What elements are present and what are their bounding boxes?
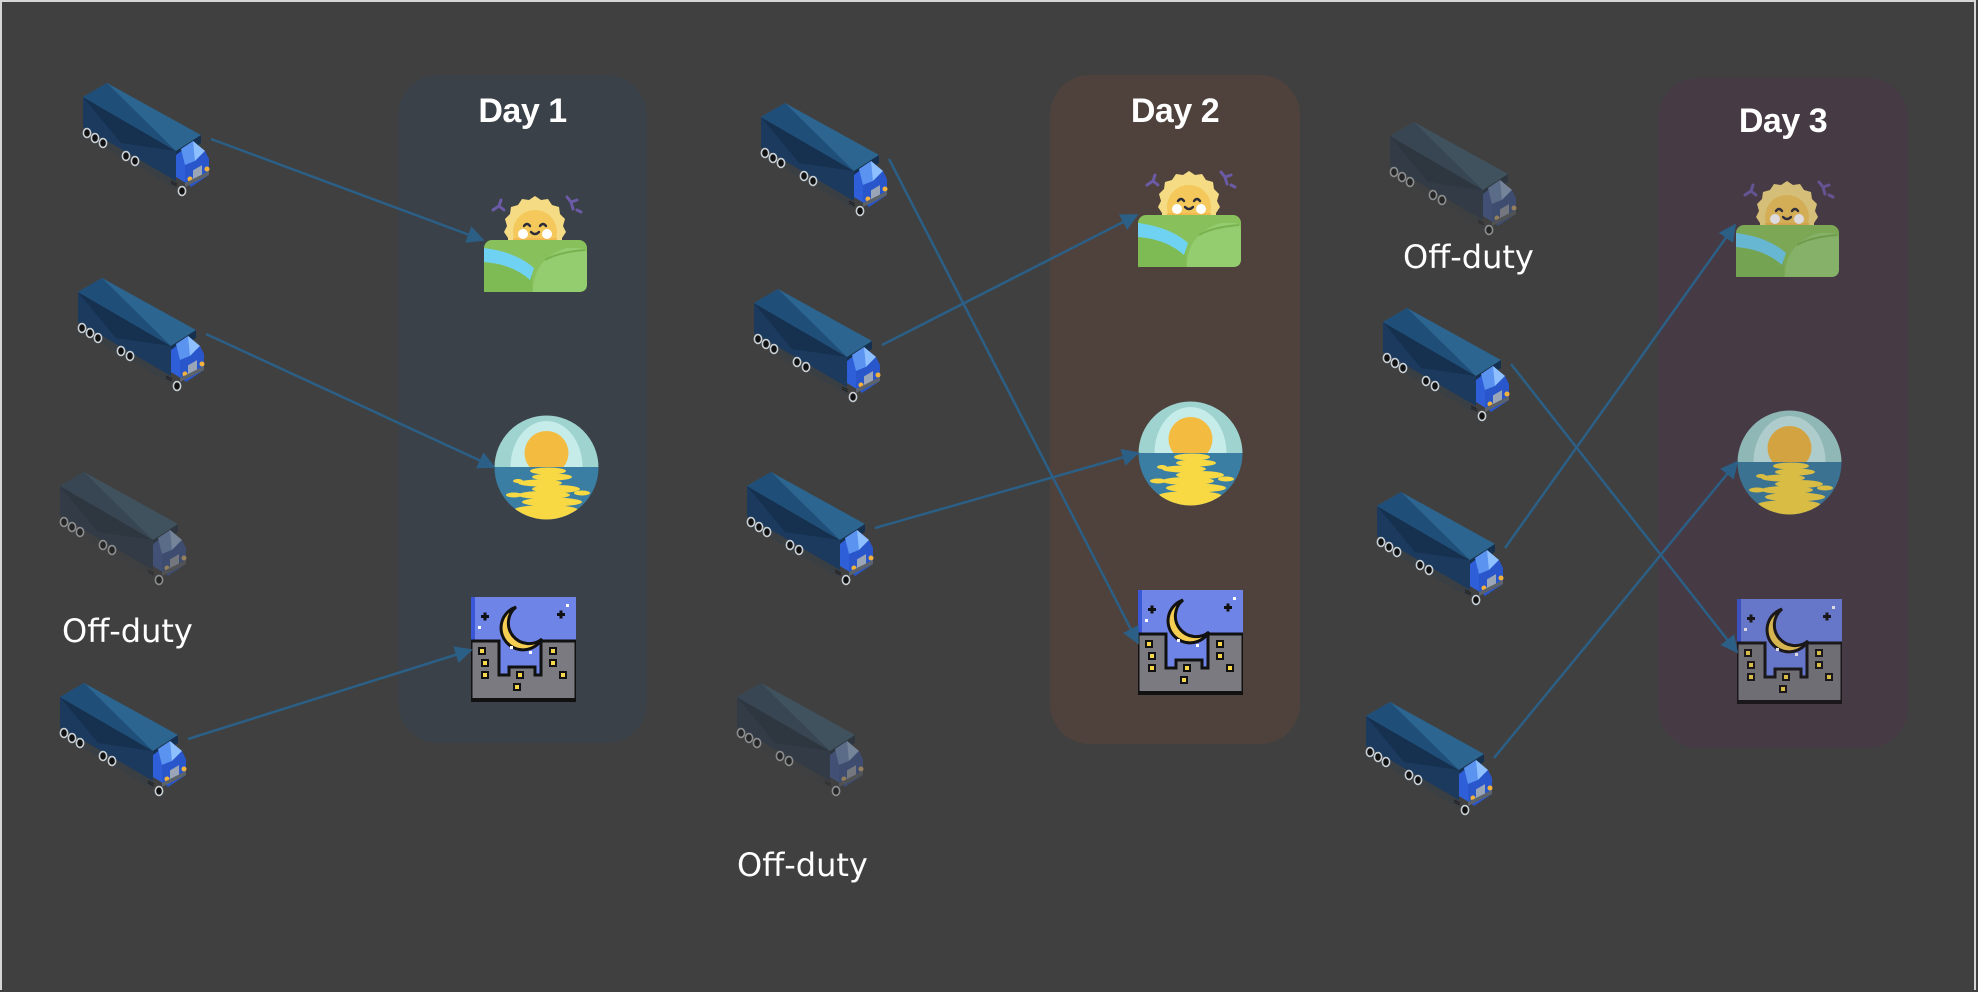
truck-off-duty-icon bbox=[1388, 122, 1518, 236]
truck-icon bbox=[1364, 702, 1494, 816]
truck-off-duty-icon bbox=[735, 683, 865, 797]
sun-field-icon bbox=[1735, 173, 1840, 278]
truck-icon bbox=[76, 278, 206, 392]
truck-icon bbox=[1375, 492, 1505, 606]
sun-field-icon bbox=[483, 188, 588, 293]
day-title: Day 2 bbox=[1130, 92, 1220, 130]
off-duty-label: Off-duty bbox=[737, 846, 868, 884]
off-duty-label: Off-duty bbox=[62, 612, 193, 650]
sunset-icon bbox=[1737, 410, 1842, 515]
truck-icon bbox=[58, 683, 188, 797]
night-city-icon bbox=[1737, 599, 1842, 704]
night-city-icon bbox=[1138, 590, 1243, 695]
truck-icon bbox=[752, 289, 882, 403]
night-city-icon bbox=[471, 597, 576, 702]
truck-icon bbox=[759, 103, 889, 217]
truck-icon bbox=[81, 83, 211, 197]
truck-icon bbox=[745, 472, 875, 586]
sun-field-icon bbox=[1137, 163, 1242, 268]
sunset-icon bbox=[1138, 401, 1243, 506]
off-duty-label: Off-duty bbox=[1403, 238, 1534, 276]
sunset-icon bbox=[494, 415, 599, 520]
truck-off-duty-icon bbox=[58, 472, 188, 586]
day-title: Day 3 bbox=[1738, 102, 1828, 140]
truck-icon bbox=[1381, 308, 1511, 422]
day-title: Day 1 bbox=[478, 92, 567, 130]
